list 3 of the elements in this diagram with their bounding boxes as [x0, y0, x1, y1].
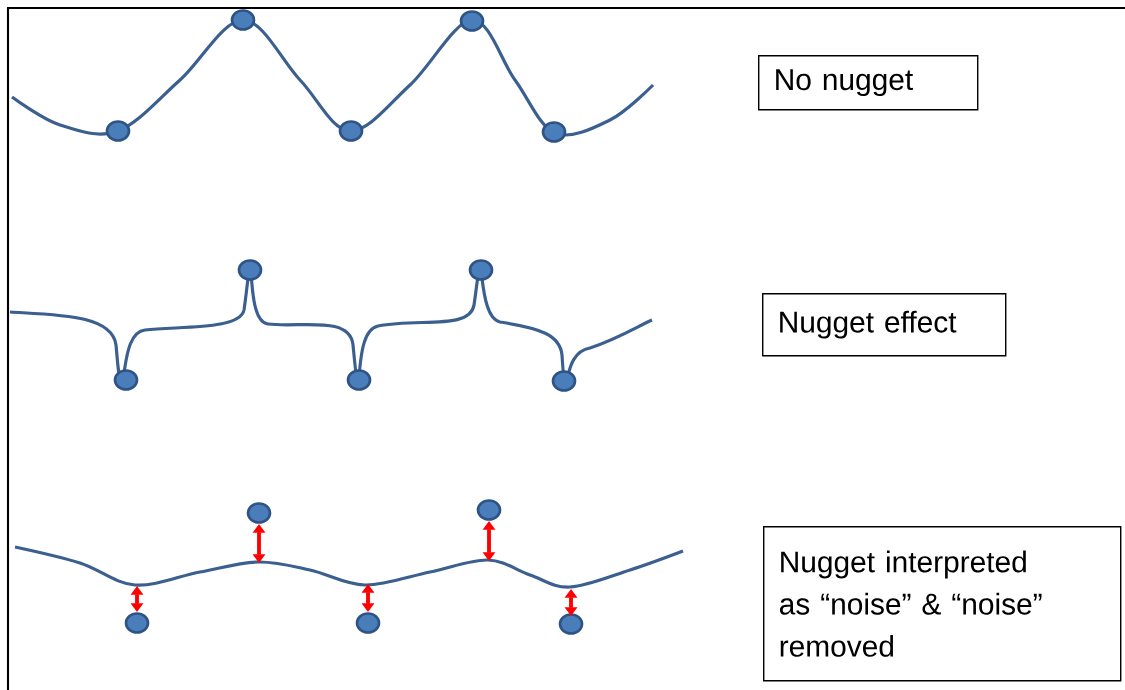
label-box: Nugget effect: [762, 293, 1007, 357]
label-box: Nugget interpreted as “noise” & “noise” removed: [763, 526, 1122, 682]
label-box: No nugget: [758, 55, 979, 111]
